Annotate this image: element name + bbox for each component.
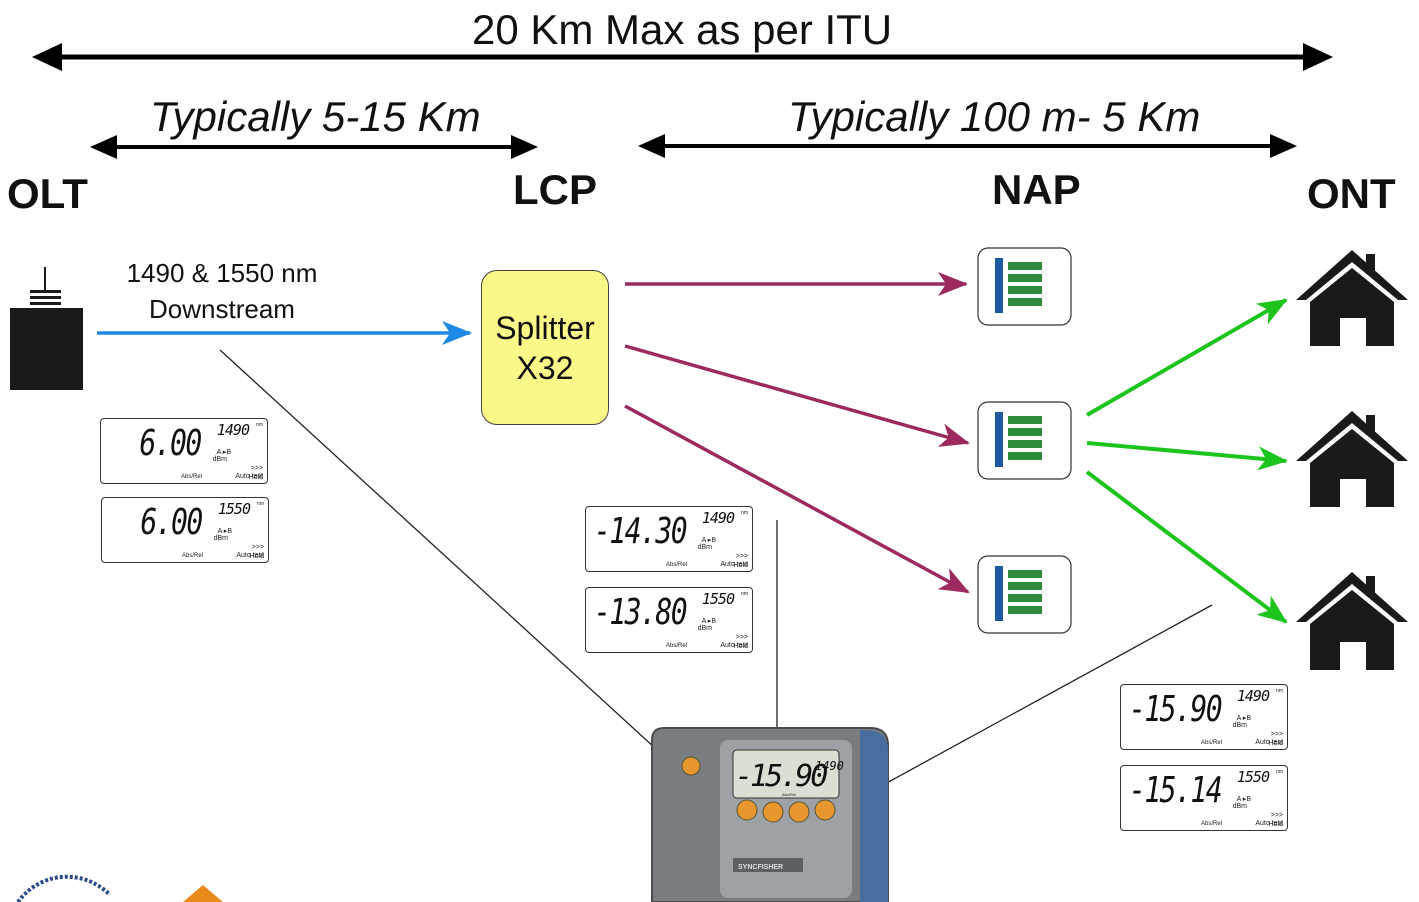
meter-wavelength-unit: nm xyxy=(1276,769,1283,775)
optical-power-meter-icon: -15.90 1490 Abs/Rel SYNCFISHER xyxy=(651,727,889,902)
meter-hold: Hold xyxy=(1268,821,1283,828)
dimension-arrows xyxy=(32,43,1333,159)
meter-value: 6.00 xyxy=(140,502,204,543)
callout-lines xyxy=(219,349,1213,786)
meter-value: -15.14 xyxy=(1128,770,1223,811)
fiber-distribution-box-icon xyxy=(977,401,1072,480)
meter-wavelength-unit: nm xyxy=(256,422,263,428)
meter-hold: Hold xyxy=(248,474,263,481)
meter-wavelength: 1550 xyxy=(1236,768,1270,786)
meter-ab: A ▸B xyxy=(1236,715,1251,722)
meter-wavelength: 1550 xyxy=(217,500,251,518)
house-icon xyxy=(1296,411,1408,507)
meter-olt-1490: 6.00 1490 nm A ▸B dBm >>>Auto test Hold … xyxy=(100,418,268,484)
lcp-ont-range-label: Typically 100 m- 5 Km xyxy=(788,93,1201,140)
fiber-distribution-box-icon xyxy=(977,247,1072,326)
house-icon xyxy=(1296,572,1408,670)
olt-label: OLT xyxy=(7,170,88,217)
meter-absrel: Abs/Rel xyxy=(666,562,688,568)
meter-wavelength-unit: nm xyxy=(741,510,748,516)
meter-ab: A ▸B xyxy=(216,449,231,456)
ont-label: ONT xyxy=(1307,170,1396,217)
meter-unit: dBm xyxy=(213,535,228,542)
meter-unit: dBm xyxy=(1232,722,1247,729)
olt-lcp-range-label: Typically 5-15 Km xyxy=(150,93,481,140)
downstream-label-line1: 1490 & 1550 nm xyxy=(126,258,318,288)
meter-value: -14.30 xyxy=(593,511,688,552)
meter-unit: dBm xyxy=(1232,803,1247,810)
meter-absrel: Abs/Rel xyxy=(181,474,203,480)
meter-absrel: Abs/Rel xyxy=(666,643,688,649)
meter-olt-1550: 6.00 1550 nm A ▸B dBm >>>Auto test Hold … xyxy=(101,497,269,563)
device-display-value: -15.90 xyxy=(735,759,827,794)
meter-ont-1550: -15.14 1550 nm A ▸B dBm >>>Auto test Hol… xyxy=(1120,765,1288,831)
meter-absrel: Abs/Rel xyxy=(1201,740,1223,746)
fiber-distribution-box-icon xyxy=(977,555,1072,634)
meter-hold: Hold xyxy=(733,562,748,569)
meter-absrel: Abs/Rel xyxy=(1201,821,1223,827)
splitter-box: Splitter X32 xyxy=(481,270,609,425)
meter-wavelength: 1490 xyxy=(216,421,250,439)
building-icon xyxy=(10,267,83,390)
meter-hold: Hold xyxy=(1268,740,1283,747)
meter-auto: >>>Auto test xyxy=(1255,731,1283,746)
lcp-label: LCP xyxy=(513,166,597,213)
meter-wavelength: 1490 xyxy=(1236,687,1270,705)
meter-value: -13.80 xyxy=(593,592,688,633)
meter-value: -15.90 xyxy=(1128,689,1223,730)
meter-hold: Hold xyxy=(733,643,748,650)
downstream-label: 1490 & 1550 nm Downstream xyxy=(102,255,342,327)
meter-wavelength: 1490 xyxy=(701,509,735,527)
meter-auto: >>>Auto test xyxy=(720,553,748,568)
device-display-absrel: Abs/Rel xyxy=(782,792,796,797)
meter-hold: Hold xyxy=(249,553,264,560)
house-icon xyxy=(1296,250,1408,346)
meter-wavelength-unit: nm xyxy=(741,591,748,597)
meter-lcp-1490: -14.30 1490 nm A ▸B dBm >>>Auto test Hol… xyxy=(585,506,753,572)
downstream-label-line2: Downstream xyxy=(149,294,295,324)
meter-ab: A ▸B xyxy=(701,537,716,544)
meter-lcp-1550: -13.80 1550 nm A ▸B dBm >>>Auto test Hol… xyxy=(585,587,753,653)
splitter-ratio: X32 xyxy=(516,349,574,386)
meter-auto: >>>Auto test xyxy=(236,544,264,559)
max-range-label: 20 Km Max as per ITU xyxy=(472,6,893,53)
meter-ab: A ▸B xyxy=(217,528,232,535)
feeder-arrows xyxy=(624,272,970,594)
meter-auto: >>>Auto test xyxy=(235,465,263,480)
splitter-label: Splitter xyxy=(495,309,595,346)
meter-auto: >>>Auto test xyxy=(720,634,748,649)
meter-wavelength-unit: nm xyxy=(257,501,264,507)
meter-value: 6.00 xyxy=(139,423,203,464)
nap-label: NAP xyxy=(992,166,1081,213)
meter-wavelength-unit: nm xyxy=(1276,688,1283,694)
meter-ab: A ▸B xyxy=(1236,796,1251,803)
meter-unit: dBm xyxy=(697,544,712,551)
meter-unit: dBm xyxy=(212,456,227,463)
meter-wavelength: 1550 xyxy=(701,590,735,608)
meter-ab: A ▸B xyxy=(701,618,716,625)
meter-absrel: Abs/Rel xyxy=(182,553,204,559)
meter-auto: >>>Auto test xyxy=(1255,812,1283,827)
device-brand: SYNCFISHER xyxy=(738,864,783,871)
meter-unit: dBm xyxy=(697,625,712,632)
meter-ont-1490: -15.90 1490 nm A ▸B dBm >>>Auto test Hol… xyxy=(1120,684,1288,750)
partial-logo-left xyxy=(16,874,223,902)
drop-arrows xyxy=(1085,298,1288,624)
device-display-wavelength: 1490 xyxy=(815,759,844,773)
